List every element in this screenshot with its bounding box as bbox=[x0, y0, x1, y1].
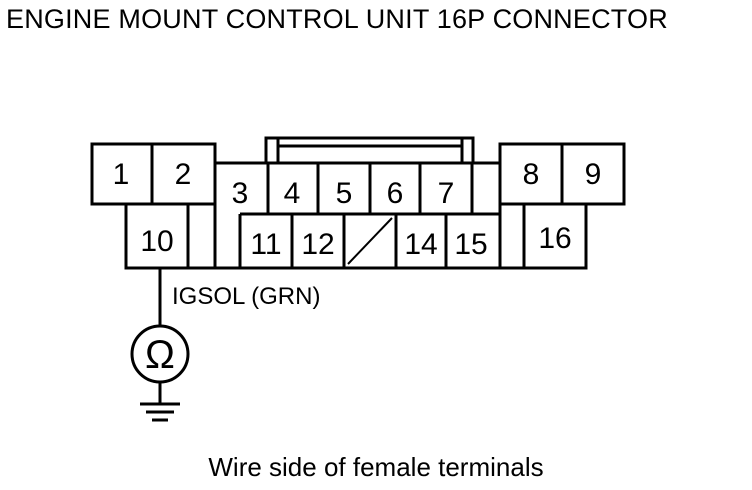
terminal-2: 2 bbox=[175, 158, 192, 191]
terminal-9: 9 bbox=[585, 158, 602, 191]
empty-cavity-slash bbox=[347, 217, 393, 265]
terminal-5: 5 bbox=[336, 177, 353, 210]
terminal-16: 16 bbox=[538, 222, 571, 255]
terminal-15: 15 bbox=[454, 228, 487, 261]
terminal-12: 12 bbox=[301, 228, 334, 261]
locking-tab bbox=[264, 136, 475, 163]
terminal-1: 1 bbox=[113, 158, 130, 191]
terminal-6: 6 bbox=[387, 177, 404, 210]
ohmmeter-icon bbox=[130, 324, 190, 384]
wire-label: IGSOL (GRN) bbox=[172, 283, 320, 310]
terminal-3: 3 bbox=[232, 177, 249, 210]
terminal-11: 11 bbox=[250, 228, 281, 261]
ground-icon bbox=[140, 402, 180, 422]
diagram-title: ENGINE MOUNT CONTROL UNIT 16P CONNECTOR bbox=[6, 4, 668, 34]
ohm-symbol: Ω bbox=[145, 333, 175, 377]
terminal-10: 10 bbox=[140, 225, 173, 258]
terminal-8: 8 bbox=[523, 158, 540, 191]
footer-caption: Wire side of female terminals bbox=[208, 452, 544, 482]
terminal-4: 4 bbox=[284, 177, 301, 210]
terminal-7: 7 bbox=[438, 177, 455, 210]
terminal-14: 14 bbox=[404, 228, 437, 261]
